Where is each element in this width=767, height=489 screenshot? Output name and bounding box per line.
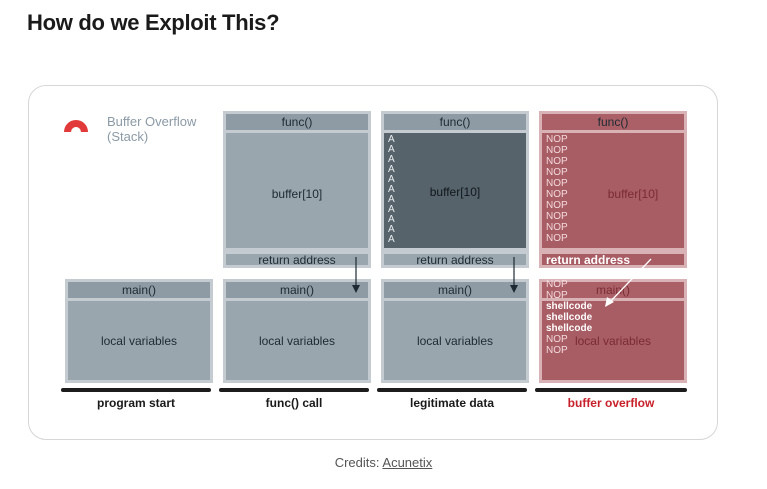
baseline [61,388,211,392]
hijack-arrow-icon [605,258,652,307]
buffer-label: buffer[10] [271,187,323,201]
local-variables-label: local variables [574,334,652,348]
local-variables-label: local variables [416,334,494,348]
local-variables-label: local variables [100,334,178,348]
page-heading: How do we Exploit This? [27,10,280,35]
main-header: main() [384,282,526,301]
shellcode-payload: NOP NOP shellcode shellcode shellcode NO… [546,279,593,356]
baseline [535,388,687,392]
buffer-label: buffer[10] [429,185,481,199]
return-arrow-icon [352,257,360,293]
credits: Credits: Acunetix [0,455,767,470]
credits-link[interactable]: Acunetix [382,455,433,470]
caption-buffer-overflow: buffer overflow [567,396,655,410]
func-header: func() [542,114,684,133]
return-address-label: return address [546,253,631,267]
baseline [219,388,369,392]
func-header: func() [384,114,526,133]
diagram-brand: Buffer Overflow (Stack) [107,114,196,144]
credits-prefix: Credits: [334,455,380,470]
brand-subtitle: (Stack) [107,129,149,144]
main-frame: main() local variables [381,279,529,383]
caption-func-call: func() call [265,396,323,410]
main-frame: main() local variables [65,279,213,383]
brand-title: Buffer Overflow [107,114,197,129]
main-frame: main() local variables [223,279,371,383]
buffer-label: buffer[10] [607,187,659,201]
func-frame: func() buffer[10] [223,111,371,251]
main-header: main() [68,282,210,301]
func-header: func() [226,114,368,133]
return-address: return address [223,251,371,268]
caption-program-start: program start [96,396,176,410]
column-func-call: func() buffer[10] return address main() … [223,111,371,383]
column-program-start: main() local variables [65,279,213,383]
return-arrow-icon [510,257,518,293]
diagram-card: Buffer Overflow (Stack) main() local var… [28,85,718,440]
return-address: return address [381,251,529,268]
caption-legitimate-data: legitimate data [409,396,495,410]
baseline [377,388,527,392]
return-address-overwritten: return address [539,251,687,268]
acunetix-logo-icon [64,120,88,132]
local-variables-label: local variables [258,334,336,348]
main-header: main() [226,282,368,301]
